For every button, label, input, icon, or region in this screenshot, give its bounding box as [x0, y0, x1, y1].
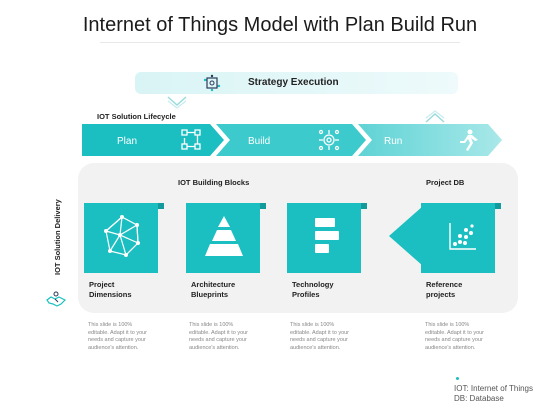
handshake-icon [46, 291, 66, 307]
project-db-heading: Project DB [426, 178, 465, 187]
pointer-arrow [389, 206, 423, 266]
abbreviation-legend: IOT: Internet of Things DB: Database [454, 384, 533, 404]
legend-dot [456, 377, 459, 380]
block-description: This slide is 100%editable. Adapt it to … [189, 322, 249, 351]
card-tab [361, 203, 367, 209]
legend-line: IOT: Internet of Things [454, 384, 534, 393]
project-db-card [421, 203, 495, 273]
stage-label: Plan [117, 136, 137, 147]
delivery-label: IOT Solution Delivery [53, 199, 62, 275]
legend-line: DB: Database [454, 394, 504, 403]
stage-label: Build [248, 136, 270, 147]
title-divider [100, 42, 460, 43]
workflow-icon [181, 129, 201, 150]
card-tab [260, 203, 266, 209]
building-blocks-heading: IOT Building Blocks [178, 178, 250, 187]
polygon-network-icon [104, 215, 140, 257]
plan-arrow [82, 124, 224, 156]
gear-network-icon [318, 129, 340, 151]
block-description: This slide is 100%editable. Adapt it to … [425, 322, 485, 351]
dots-chart-icon [449, 223, 476, 250]
layered-blocks-icon [315, 218, 339, 253]
circuit-icon [203, 74, 221, 92]
card-tab [158, 203, 164, 209]
run-arrow [358, 124, 502, 156]
page-title: Internet of Things Model with Plan Build… [82, 14, 478, 36]
lifecycle-arrows: Plan Build Run [82, 124, 502, 156]
block-description: This slide is 100%editable. Adapt it to … [290, 322, 350, 351]
lifecycle-label: IOT Solution Lifecycle [97, 112, 176, 121]
chevron-up-icon [425, 110, 445, 123]
strategy-label: Strategy Execution [248, 77, 339, 88]
build-arrow [216, 124, 366, 156]
running-person-icon [460, 129, 478, 151]
card-tab [495, 203, 501, 209]
delivery-label-wrap: IOT Solution Delivery [28, 190, 88, 290]
chevron-down-icon [167, 96, 187, 109]
pyramid-icon [205, 216, 243, 256]
block-description: This slide is 100%editable. Adapt it to … [88, 322, 148, 351]
stage-label: Run [384, 136, 402, 147]
